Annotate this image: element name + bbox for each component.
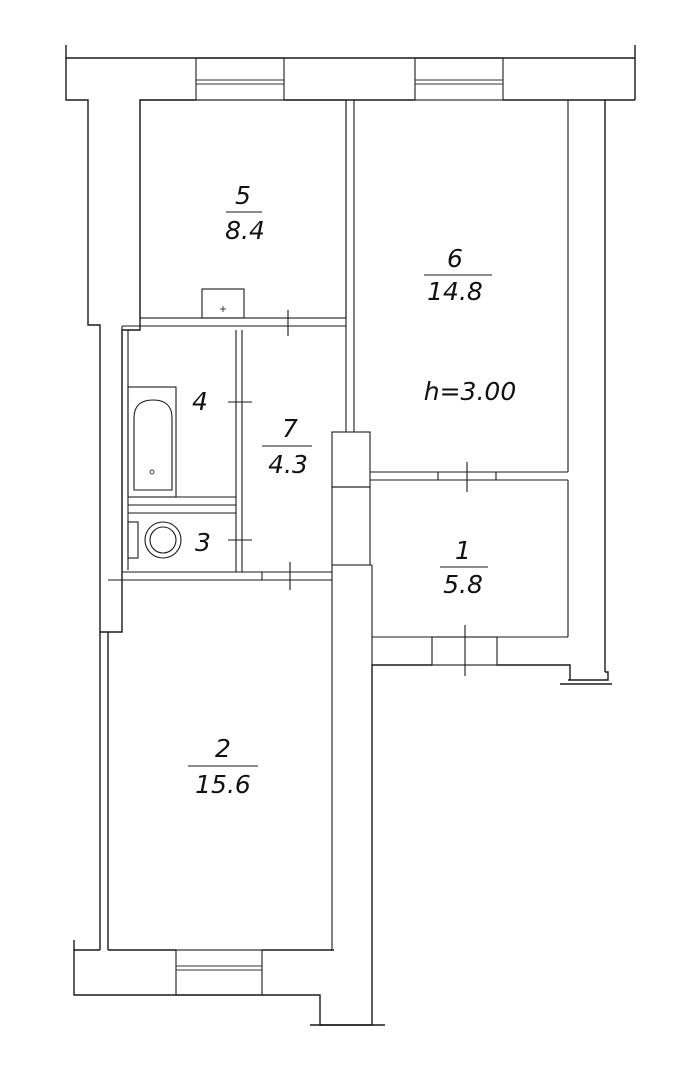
room-2-label: 2 15.6 <box>188 734 258 799</box>
vent-box-icon <box>201 288 245 319</box>
room-2-area: 15.6 <box>195 770 251 799</box>
room-7-label: 7 4.3 <box>262 414 312 479</box>
room-7-number: 7 <box>282 414 298 443</box>
windows <box>175 57 504 996</box>
toilet-icon <box>127 521 182 559</box>
room-2-number: 2 <box>215 734 231 763</box>
interior-walls <box>108 99 569 950</box>
room-5-number: 5 <box>235 181 251 210</box>
room-6-area: 14.8 <box>427 277 483 306</box>
room-6-label: 6 14.8 <box>424 244 492 306</box>
room-1-area: 5.8 <box>443 570 483 599</box>
room-7-area: 4.3 <box>268 450 308 479</box>
room-4-number: 4 <box>192 387 208 416</box>
bathtub-icon <box>127 386 177 498</box>
room-1-number: 1 <box>455 536 471 565</box>
room-1-label: 1 5.8 <box>440 536 488 599</box>
room-5-area: 8.4 <box>225 216 265 245</box>
ceiling-height: h=3.00 <box>424 377 516 406</box>
room-3-number: 3 <box>195 528 211 557</box>
room-5-label: 5 8.4 <box>225 181 265 245</box>
room-6-number: 6 <box>447 244 463 273</box>
